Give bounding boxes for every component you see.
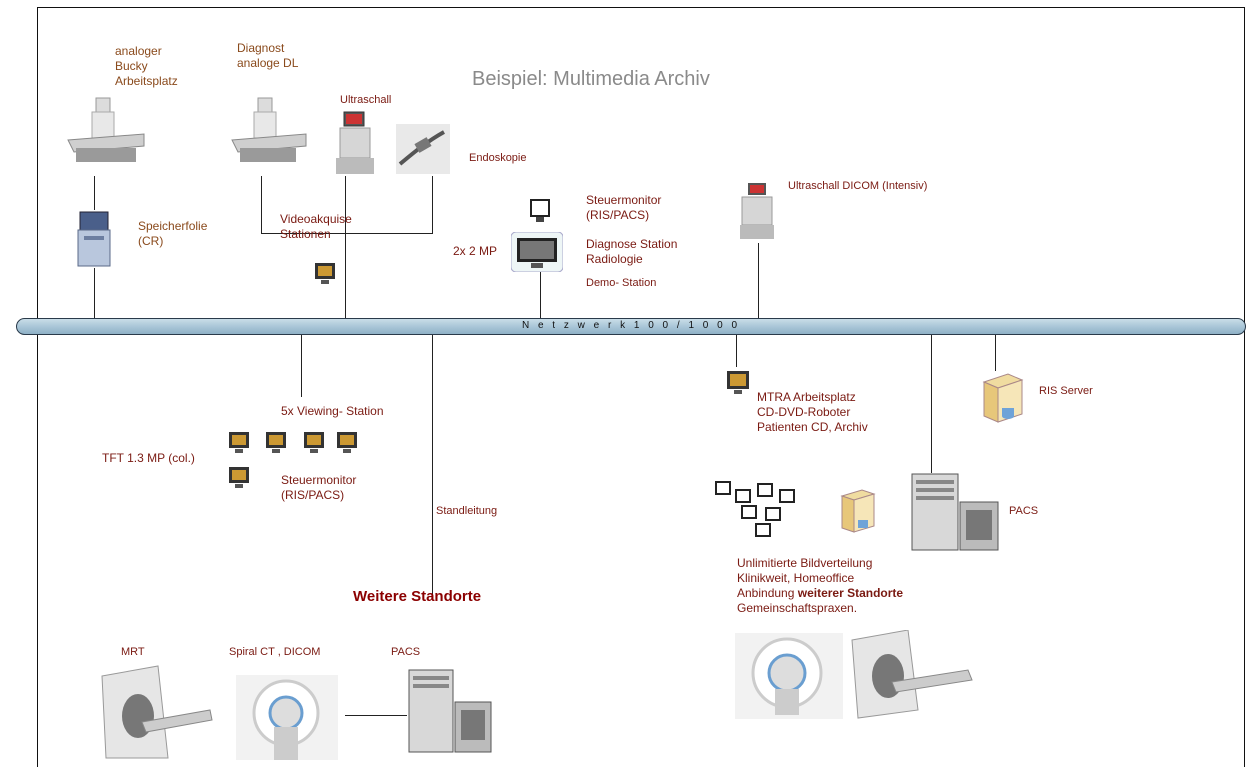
viewing-monitor-icon bbox=[229, 432, 249, 453]
label-mtra: MTRA Arbeitsplatz CD-DVD-Roboter Patient… bbox=[757, 390, 868, 434]
line-standleitung bbox=[432, 335, 434, 595]
label-unlimitierte: Unlimitierte Bildverteilung Klinikweit, … bbox=[737, 556, 904, 615]
line-ris-server bbox=[995, 335, 997, 371]
line-endoskopie bbox=[432, 176, 434, 234]
label-diagnose-station: Diagnose Station Radiologie bbox=[586, 237, 678, 266]
steuer-monitor-bottom-icon bbox=[229, 467, 249, 488]
monitor-cluster-icon bbox=[715, 481, 795, 537]
label-mrt: MRT bbox=[121, 646, 145, 658]
line-ultraschall-bus bbox=[345, 176, 347, 318]
label-standleitung: Standleitung bbox=[436, 505, 498, 517]
ultrasound-icon bbox=[336, 111, 374, 174]
label-demo-station: Demo- Station bbox=[586, 277, 657, 289]
network-label: N e t z w e r k 1 0 0 / 1 0 0 0 bbox=[521, 320, 741, 331]
label-ultraschall-dicom: Ultraschall DICOM (Intensiv) bbox=[788, 180, 928, 192]
ris-server-icon bbox=[982, 373, 1024, 423]
label-weiterer-standorte-bold: weiterer Standorte bbox=[797, 586, 904, 600]
diagnose-station-icon bbox=[511, 232, 563, 272]
line-viewing bbox=[301, 335, 303, 397]
label-ris-server: RIS Server bbox=[1039, 385, 1093, 397]
line-dl-video bbox=[261, 176, 263, 234]
line-cr-bus bbox=[94, 268, 96, 318]
label-spiral-ct: Spiral CT , DICOM bbox=[229, 646, 321, 658]
mrt-scanner-icon bbox=[101, 665, 213, 759]
xray-bucky-icon bbox=[67, 97, 145, 162]
viewing-monitor-icon bbox=[266, 432, 286, 453]
line-us-dicom-bus bbox=[758, 243, 760, 318]
line-video-horizontal bbox=[261, 233, 433, 235]
diagram-frame bbox=[37, 7, 1245, 767]
label-analoger-bucky: analoger Bucky Arbeitsplatz bbox=[115, 44, 178, 88]
archive-server-icon bbox=[840, 489, 876, 533]
label-speicherfolie: Speicherfolie (CR) bbox=[138, 219, 208, 248]
viewing-monitor-icon bbox=[304, 432, 324, 453]
label-steuermonitor-bottom: Steuermonitor (RIS/PACS) bbox=[281, 473, 357, 502]
label-pacs-right: PACS bbox=[1009, 505, 1039, 517]
xray-diagnost-icon bbox=[231, 97, 307, 162]
label-tft: TFT 1.3 MP (col.) bbox=[102, 451, 195, 465]
pacs-right-icon bbox=[911, 473, 999, 551]
line-mtra bbox=[736, 335, 738, 367]
ct-scanner-right-icon bbox=[735, 633, 843, 719]
label-viewing-station: 5x Viewing- Station bbox=[281, 404, 384, 418]
label-steuermonitor-top: Steuermonitor (RIS/PACS) bbox=[586, 193, 662, 222]
steuer-monitor-icon bbox=[530, 199, 550, 222]
line-pacs-right bbox=[931, 335, 933, 473]
label-endoskopie: Endoskopie bbox=[469, 152, 527, 164]
label-pacs-bottom: PACS bbox=[391, 646, 421, 658]
line-bucky-cr bbox=[94, 176, 96, 210]
pacs-bottom-icon bbox=[408, 669, 492, 753]
ct-scanner-icon bbox=[236, 675, 338, 760]
label-2x-2mp: 2x 2 MP bbox=[453, 244, 498, 258]
video-monitor-icon bbox=[315, 263, 335, 284]
label-diagnost-dl: Diagnost analoge DL bbox=[237, 41, 299, 70]
diagram-title: Beispiel: Multimedia Archiv bbox=[472, 68, 710, 90]
cr-reader-icon bbox=[77, 211, 111, 267]
line-diagnose-bus bbox=[540, 272, 542, 318]
viewing-monitor-icon bbox=[337, 432, 357, 453]
mrt-right-icon bbox=[851, 630, 973, 719]
line-ct-pacs bbox=[345, 715, 407, 717]
label-videoakquise: Videoakquise Stationen bbox=[280, 212, 352, 241]
endoscopy-icon bbox=[396, 124, 450, 174]
network-bus: N e t z w e r k 1 0 0 / 1 0 0 0 bbox=[16, 318, 1246, 335]
ultrasound-dicom-icon bbox=[740, 183, 774, 239]
label-weitere-standorte: Weitere Standorte bbox=[353, 588, 482, 605]
label-ultraschall: Ultraschall bbox=[340, 94, 392, 106]
mtra-monitor-icon bbox=[727, 371, 749, 394]
